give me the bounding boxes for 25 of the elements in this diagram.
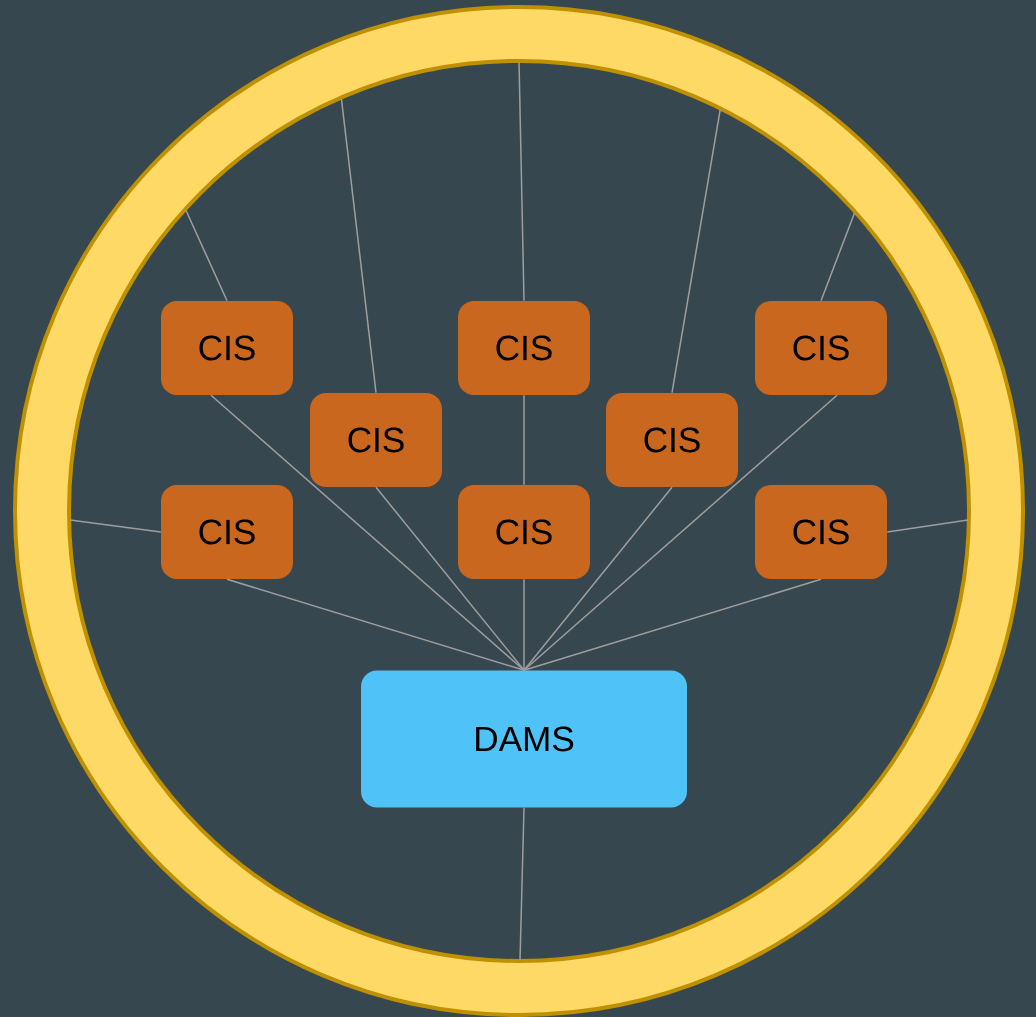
process-box: CIS	[755, 301, 887, 395]
process-box: CIS	[606, 393, 738, 487]
process-box: CIS	[755, 485, 887, 579]
connector-line	[820, 211, 856, 302]
connector-line	[523, 486, 673, 671]
process-box: CIS	[310, 393, 442, 487]
process-box: CIS	[458, 301, 590, 395]
connector-line	[886, 519, 969, 533]
connector-line	[518, 61, 525, 302]
connector-line	[523, 578, 525, 671]
process-box: CIS	[161, 485, 293, 579]
connector-line	[340, 97, 377, 394]
connector-line	[69, 519, 162, 533]
connector-line	[671, 108, 721, 394]
process-box: CIS	[161, 301, 293, 395]
connector-line	[226, 578, 525, 671]
process-box: DAMS	[361, 670, 687, 808]
connector-line	[523, 394, 838, 671]
connector-line	[523, 394, 525, 486]
connector-line	[519, 807, 525, 961]
process-box: CIS	[458, 485, 590, 579]
connector-line	[523, 578, 822, 671]
connector-line	[210, 394, 525, 671]
connector-line	[185, 209, 228, 302]
connector-line	[375, 486, 525, 671]
